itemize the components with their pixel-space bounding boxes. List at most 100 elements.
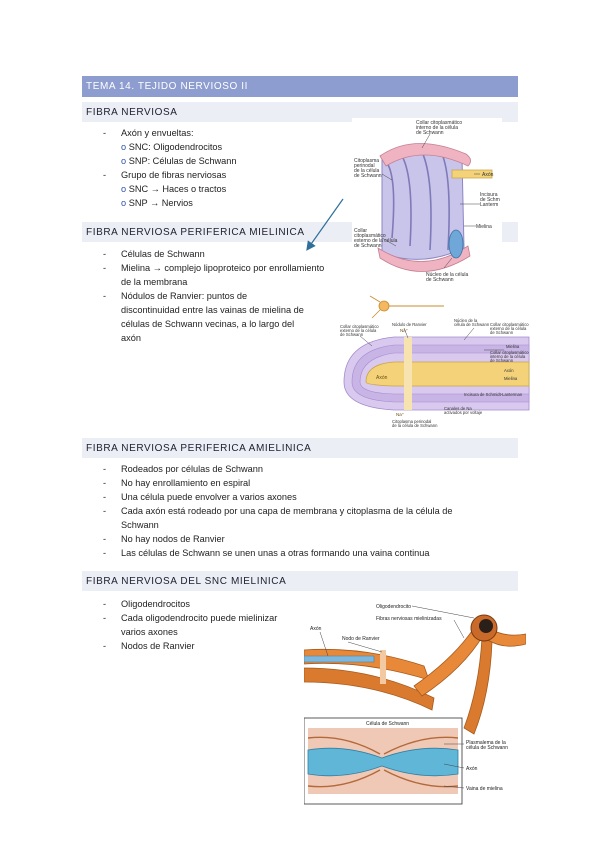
ranvier-node-figure: Axón Na⁺ Na⁺ Collar citoplasmático exter… (334, 292, 534, 432)
figure-label: Axón (466, 766, 478, 772)
figure-label: activados por voltaje (444, 410, 483, 415)
list-item: Las células de Schwann se unen unas a ot… (103, 546, 452, 560)
section-heading-periferica-amielinica: FIBRA NERVIOSA PERIFERICA AMIELINICA (82, 438, 518, 458)
figure-label: Mielina (476, 224, 492, 230)
list-item-continuation: Schwann (103, 518, 452, 532)
list-item-continuation: discontinuidad entre las vainas de mieli… (103, 303, 324, 317)
list-item: No hay enrollamiento en espiral (103, 476, 452, 490)
list-item-text: Nodos de Ranvier (121, 641, 195, 651)
figure-label: Célula de Schwann (366, 721, 409, 727)
figure-label: Lanterm (480, 202, 498, 208)
list-item: Oligodendrocitos (103, 597, 277, 611)
figure-label: de la célula (354, 168, 380, 174)
figure-label: Axón (504, 368, 514, 373)
figure-label: de Schm (480, 197, 500, 203)
page-title-band: TEMA 14. TEJIDO NERVIOSO II (82, 76, 518, 97)
figure-label: interno de la célula (490, 354, 526, 359)
sub-bullet-icon: o (121, 156, 127, 166)
figure-label: Plasmalema de la (466, 740, 506, 746)
list-item-text: Células de Schwann (121, 249, 205, 259)
list-item: Cada oligodendrocito puede mielinizar (103, 611, 277, 625)
list-item-text: No hay nodos de Ranvier (121, 534, 225, 544)
list-item-text: SNC → Haces o tractos (128, 184, 227, 194)
figure-label: Núcleo de la (454, 318, 478, 323)
figure-label: Collar citoplasmático (416, 120, 462, 126)
list-item-text: SNP: Células de Schwann (128, 156, 237, 166)
figure-label: Na⁺ (396, 412, 405, 417)
list-item: Células de Schwann (103, 247, 324, 261)
figure-label: de la célula de Schwann (392, 423, 438, 428)
figure-label: Mielina (504, 376, 518, 381)
figure-label: de Schwann (490, 358, 514, 363)
list-item-text: SNP → Nervios (128, 198, 193, 208)
figure-label: de Schwann (416, 130, 444, 136)
list-item: Nódulos de Ranvier: puntos de (103, 289, 324, 303)
sub-bullet-icon: o (121, 198, 127, 208)
figure-label: Núcleo de la célula (426, 272, 468, 278)
schwann-myelination-figure: Collar citoplasmático interno de la célu… (352, 118, 502, 290)
figure-label: perinodal (354, 163, 375, 169)
list-item-text: de la membrana (121, 277, 188, 287)
list-item-text: SNC: Oligodendrocitos (128, 142, 223, 152)
list-item-text: Oligodendrocitos (121, 599, 190, 609)
sub-bullet-icon: o (121, 142, 127, 152)
figure-label: citoplasmático (354, 233, 386, 239)
section-4-list: Oligodendrocitos Cada oligodendrocito pu… (103, 597, 277, 653)
list-subitem: o SNP → Nervios (103, 196, 236, 210)
list-item-text: Cada axón está rodeado por una capa de m… (121, 506, 453, 516)
figure-label: Incisura (480, 192, 498, 198)
figure-label: de Schwann (426, 277, 454, 283)
figure-label: Axón (310, 626, 322, 632)
list-item-text: axón (121, 333, 141, 343)
figure-label: de Schwann (354, 243, 382, 249)
list-item-text: Axón y envueltas: (121, 128, 194, 138)
figure-label: Axón (482, 172, 494, 178)
figure-label: interno de la célula (416, 125, 458, 131)
figure-label: Incisura de Schmidt-Lanterman (464, 392, 523, 397)
figure-label: Mielina (506, 344, 520, 349)
figure-label: Collar citoplasmático (490, 322, 529, 327)
list-item: Axón y envueltas: (103, 126, 236, 140)
figure-label: Axón (376, 375, 388, 381)
list-item-continuation: varios axones (103, 625, 277, 639)
figure-label: Collar (354, 228, 367, 234)
section-title: FIBRA NERVIOSA PERIFERICA AMIELINICA (86, 442, 312, 454)
list-subitem: o SNC → Haces o tractos (103, 182, 236, 196)
annotation-arrow-icon (306, 198, 344, 251)
figure-label: Fibras nerviosas mielinizadas (376, 616, 442, 622)
list-item-text: Grupo de fibras nerviosas (121, 170, 227, 180)
list-item-text: No hay enrollamiento en espiral (121, 478, 251, 488)
list-subitem: o SNP: Células de Schwann (103, 154, 236, 168)
figure-label: Citoplasma (354, 158, 379, 164)
figure-label: Oligodendrocito (376, 604, 411, 610)
oligodendrocyte-figure: Oligodendrocito Fibras nerviosas mielini… (304, 598, 526, 810)
list-item: Mielina → complejo lipoproteico por enro… (103, 261, 324, 275)
list-item-text: células de Schwann vecinas, a lo largo d… (121, 319, 295, 329)
list-item-text: Nódulos de Ranvier: puntos de (121, 291, 248, 301)
list-item: Nodos de Ranvier (103, 639, 277, 653)
figure-label: Canales de Na (444, 406, 472, 411)
figure-label: Collar citoplasmático (490, 350, 529, 355)
list-item: Una célula puede envolver a varios axone… (103, 490, 452, 504)
list-item-continuation: axón (103, 331, 324, 345)
list-item-text: Las células de Schwann se unen unas a ot… (121, 548, 430, 558)
page-title: TEMA 14. TEJIDO NERVIOSO II (86, 81, 248, 92)
list-item-continuation: células de Schwann vecinas, a lo largo d… (103, 317, 324, 331)
list-item-text: Mielina → complejo lipoproteico por enro… (121, 263, 325, 273)
figure-label: externo de la célula (354, 238, 398, 244)
section-heading-snc-mielinica: FIBRA NERVIOSA DEL SNC MIELINICA (82, 571, 518, 591)
figure-label: Nodo de Ranvier (342, 636, 380, 642)
list-item-text: discontinuidad entre las vainas de mieli… (121, 305, 304, 315)
list-item: Rodeados por células de Schwann (103, 462, 452, 476)
list-item-text: Cada oligodendrocito puede mielinizar (121, 613, 278, 623)
figure-label: de Schwann (354, 173, 382, 179)
figure-label: Vaina de mielina (466, 786, 503, 792)
list-item: No hay nodos de Ranvier (103, 532, 452, 546)
list-subitem: o SNC: Oligodendrocitos (103, 140, 236, 154)
section-1-list: Axón y envueltas: o SNC: Oligodendrocito… (103, 126, 236, 210)
section-title: FIBRA NERVIOSA PERIFERICA MIELINICA (86, 226, 305, 238)
sub-bullet-icon: o (121, 184, 127, 194)
section-heading-fibra-nerviosa: FIBRA NERVIOSA (82, 102, 518, 122)
section-3-list: Rodeados por células de Schwann No hay e… (103, 462, 452, 560)
figure-label: Collar citoplasmático (340, 324, 379, 329)
